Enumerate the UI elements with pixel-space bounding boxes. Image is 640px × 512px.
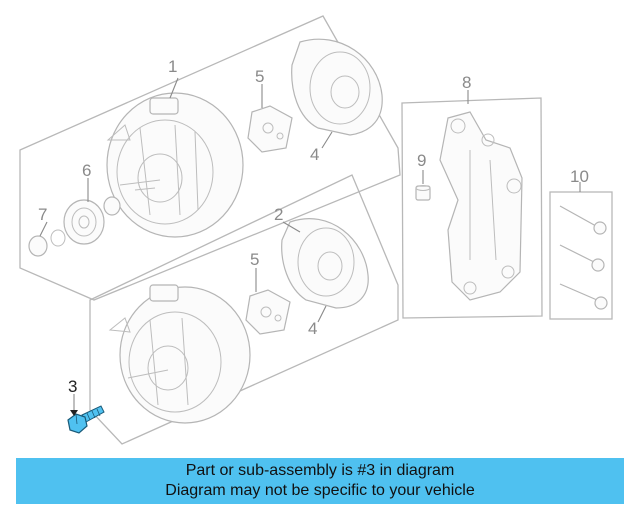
pulley: [63, 196, 121, 245]
assembly-1-frame: [19, 15, 401, 301]
dowel-pin: [415, 185, 431, 201]
highlighted-bolt[interactable]: [67, 405, 105, 434]
callout-9: 9: [417, 151, 426, 170]
mounting-bracket: [439, 111, 523, 301]
alternator-1: [106, 92, 244, 238]
info-banner: Part or sub-assembly is #3 in diagram Di…: [16, 458, 624, 504]
callout-8: 8: [462, 73, 471, 92]
callout-6: 6: [82, 161, 91, 180]
rear-cover-1: [291, 38, 383, 136]
assembly-2-frame: [89, 174, 399, 445]
callout-4-bottom: 4: [308, 319, 317, 338]
bolt-set: [559, 205, 608, 310]
callout-5-top: 5: [255, 67, 264, 86]
callout-5-bottom: 5: [250, 250, 259, 269]
regulator-1: [247, 105, 293, 153]
bolts-frame: [549, 191, 613, 320]
callout-4-top: 4: [310, 145, 319, 164]
regulator-2: [245, 289, 291, 335]
banner-line-2: Diagram may not be specific to your vehi…: [165, 482, 475, 499]
callout-2: 2: [274, 205, 283, 224]
callout-1: 1: [168, 57, 177, 76]
bracket-frame: [401, 97, 543, 319]
callout-10: 10: [570, 167, 589, 186]
banner-line-1: Part or sub-assembly is #3 in diagram: [185, 462, 455, 479]
callout-3: 3: [68, 377, 77, 396]
pulley-cap: [28, 229, 66, 257]
alternator-2: [108, 284, 251, 424]
rear-cover-2: [281, 218, 369, 309]
parts-diagram: 1 5 4 6 7 8 9 10 2 5 4 3: [19, 15, 613, 445]
callout-7: 7: [38, 205, 47, 224]
